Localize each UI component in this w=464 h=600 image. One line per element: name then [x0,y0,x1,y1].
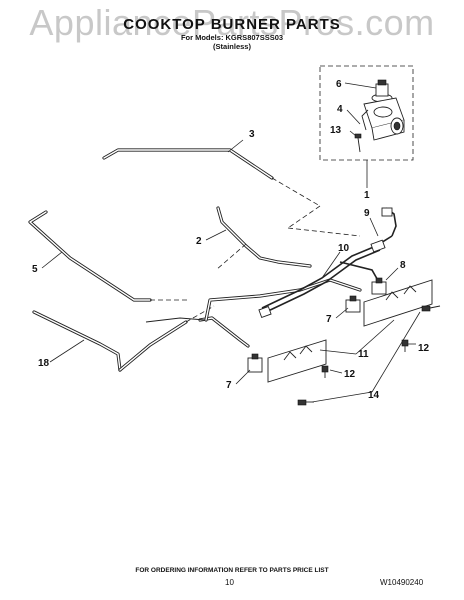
igniter-switch-7-lower [247,353,263,373]
burner-tube-3 [102,148,321,207]
leader-18 [49,339,85,363]
leader-7-lower [235,369,251,385]
callout-4: 4 [337,104,343,115]
models-line: For Models: KGRS807SSS03 [180,33,284,42]
leader-4 [346,109,361,125]
screw-12-lower [321,365,329,378]
electrode-left [258,305,272,319]
leader-2 [205,229,227,241]
page-title: COOKTOP BURNER PARTS [123,16,341,33]
callout-14: 14 [368,390,380,401]
callout-1: 1 [364,190,370,201]
leader-10 [321,251,341,279]
callout-7-lower: 7 [226,380,232,391]
detail-box [319,65,414,161]
callout-7-upper: 7 [326,314,332,325]
screw-14-lower [297,399,314,406]
callout-18: 18 [38,358,50,369]
leader-13 [349,130,357,137]
doc-code: W10490240 [380,578,424,587]
callout-12-lower: 12 [344,369,356,380]
callout-11: 11 [358,349,369,360]
watermark: AppliancePartsPros.com [29,2,435,43]
callout-6: 6 [336,79,342,90]
leader-3 [227,139,244,153]
wiring-harness-10 [261,207,397,313]
igniter-switch-7-upper [345,295,361,313]
page-number: 10 [225,578,234,587]
igniter-switch-8 [371,277,387,295]
burner-tube-2 [215,205,361,271]
valve-assembly-part [361,79,405,141]
leader-5 [41,251,63,269]
spark-electrode-9 [370,207,393,253]
leader-8 [385,267,399,281]
ordering-note: FOR ORDERING INFORMATION REFER TO PARTS … [135,567,329,574]
callout-9: 9 [364,208,370,219]
leader-11-upper [355,319,395,355]
callout-2: 2 [196,236,202,247]
leader-6 [344,82,377,89]
leader-12-lower [329,369,343,374]
callout-12-upper: 12 [418,343,430,354]
callout-8: 8 [400,260,406,271]
leader-14-upper [371,311,421,393]
callout-5: 5 [32,264,38,275]
leader-14-lower [311,391,373,403]
burner-tube-18 [32,305,215,372]
manifold-pipes [145,278,362,348]
screw-part [354,133,362,153]
leader-11-lower [319,349,357,355]
bracket-11-lower [267,339,327,383]
finish-line: (Stainless) [213,42,251,51]
leader-9 [369,217,379,237]
bracket-11-upper [363,279,433,327]
leader-7-upper [335,307,349,319]
screw-12-upper [401,339,409,352]
callout-3: 3 [249,129,255,140]
callout-13: 13 [330,125,342,136]
burner-tube-5 [28,210,190,302]
callout-10: 10 [338,243,350,254]
screw-14-upper [421,305,441,312]
